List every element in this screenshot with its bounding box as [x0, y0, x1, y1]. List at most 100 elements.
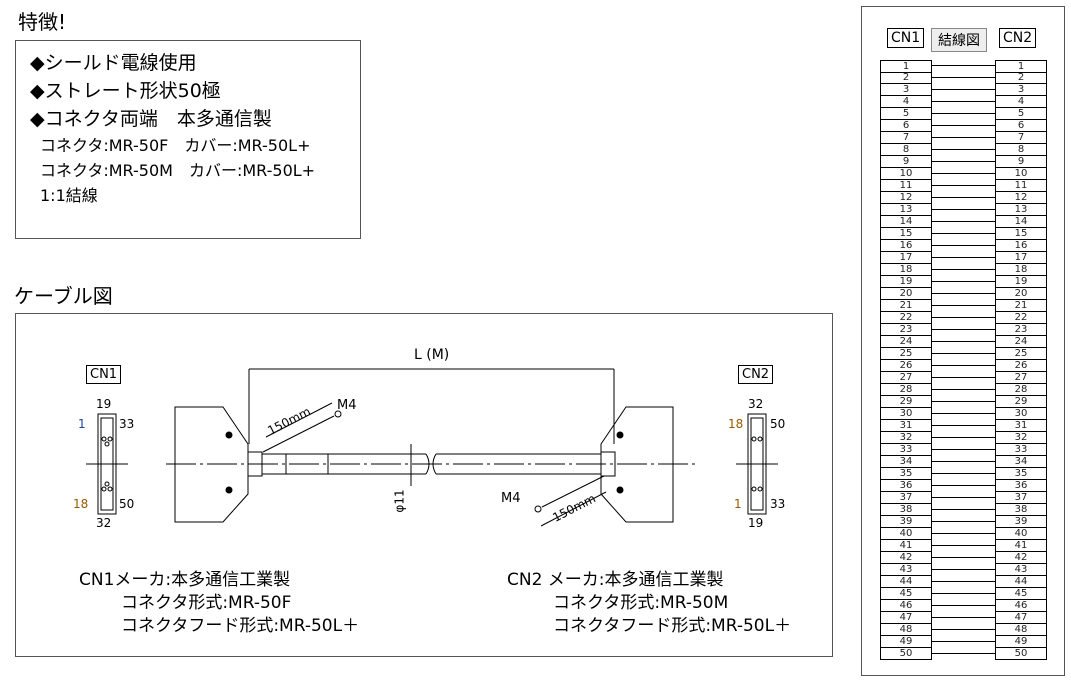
cn1-pin: 37 [880, 492, 932, 504]
cn2-pin: 50 [995, 648, 1047, 660]
cn1-pin: 27 [880, 372, 932, 384]
wire-line [931, 653, 996, 654]
cn2-pin-label: 1 [734, 497, 742, 511]
cn2-pin: 13 [995, 204, 1047, 216]
wire-line [931, 545, 996, 546]
wire-line [931, 89, 996, 90]
wire-line [931, 245, 996, 246]
wire-line [931, 269, 996, 270]
wire-line [931, 281, 996, 282]
cn1-pin: 10 [880, 168, 932, 180]
wire-line [931, 125, 996, 126]
cn2-pin: 46 [995, 600, 1047, 612]
length-label: L (M) [414, 347, 450, 363]
feature-item: ◆ストレート形状50極 [30, 80, 221, 102]
wire-line [931, 377, 996, 378]
wire-line [931, 353, 996, 354]
cn1-hood [174, 406, 249, 523]
feature-item: ◆シールド電線使用 [30, 52, 197, 74]
wire-line [931, 593, 996, 594]
wire-line [931, 305, 996, 306]
wire-line [931, 173, 996, 174]
cn1-pin: 2 [880, 72, 932, 84]
cn2-maker: CN2 メーカ:本多通信工業製 [507, 570, 724, 590]
cn1-pin: 39 [880, 516, 932, 528]
cn1-pin-label: 18 [73, 497, 89, 511]
cn1-pin: 6 [880, 120, 932, 132]
cn1-pin: 22 [880, 312, 932, 324]
wire-line [931, 485, 996, 486]
cn2-pin: 25 [995, 348, 1047, 360]
cable-drawing [86, 368, 778, 527]
cn1-pin: 34 [880, 456, 932, 468]
cn2-pin: 5 [995, 108, 1047, 120]
cn1-pin: 28 [880, 384, 932, 396]
cn1-pin: 1 [880, 60, 932, 73]
cn1-maker: CN1メーカ:本多通信工業製 [79, 570, 291, 590]
cn2-pin: 15 [995, 228, 1047, 240]
wire-line [931, 473, 996, 474]
cn1-pin: 3 [880, 84, 932, 96]
wire-line [931, 425, 996, 426]
cn2-pin: 3 [995, 84, 1047, 96]
wire-line [931, 329, 996, 330]
cn1-pin: 29 [880, 396, 932, 408]
cn1-pin: 14 [880, 216, 932, 228]
cn1-pin: 45 [880, 588, 932, 600]
cn2-hood-type: コネクタフード形式:MR-50L＋ [553, 616, 792, 636]
cn2-pin: 47 [995, 612, 1047, 624]
cn2-tag: CN2 [738, 365, 774, 384]
cn2-pin: 8 [995, 144, 1047, 156]
cn2-pin: 1 [995, 60, 1047, 73]
cn1-pin-label: 1 [78, 417, 86, 431]
cn1-pin: 50 [880, 648, 932, 660]
wire-line [931, 629, 996, 630]
cn1-pin: 17 [880, 252, 932, 264]
cn2-pin: 22 [995, 312, 1047, 324]
wire-line [931, 461, 996, 462]
cn2-pin: 2 [995, 72, 1047, 84]
cn2-pin-label: 33 [770, 497, 786, 511]
cn2-pin: 33 [995, 444, 1047, 456]
cn2-pin: 48 [995, 624, 1047, 636]
cn2-pin-label: 18 [728, 417, 744, 431]
cn2-pin: 24 [995, 336, 1047, 348]
cn1-pin: 21 [880, 300, 932, 312]
cn1-pin: 48 [880, 624, 932, 636]
wiring-cn1-tag: CN1 [887, 28, 925, 48]
cn2-pin: 7 [995, 132, 1047, 144]
cn2-hood [600, 406, 674, 523]
cn1-hood-type: コネクタフード形式:MR-50L＋ [121, 616, 360, 636]
cn1-pin: 5 [880, 108, 932, 120]
cn1-pin: 11 [880, 180, 932, 192]
cn2-pin: 12 [995, 192, 1047, 204]
wire-line [931, 641, 996, 642]
cn2-pin: 17 [995, 252, 1047, 264]
cn1-pin: 8 [880, 144, 932, 156]
cn1-pin: 23 [880, 324, 932, 336]
wire-line [931, 149, 996, 150]
feature-detail: コネクタ:MR-50F カバー:MR-50L+ [40, 136, 311, 155]
cn1-pin: 4 [880, 96, 932, 108]
cn2-pin: 21 [995, 300, 1047, 312]
wire-line [931, 605, 996, 606]
cn1-pin: 9 [880, 156, 932, 168]
wiring-cn2-tag: CN2 [999, 28, 1037, 48]
wire-line [931, 161, 996, 162]
features-heading: 特徴! [18, 10, 67, 34]
cn2-pin: 39 [995, 516, 1047, 528]
cn2-connector-type: コネクタ形式:MR-50M [553, 593, 729, 613]
wire-line [931, 209, 996, 210]
cn1-pin: 13 [880, 204, 932, 216]
wire-line [931, 65, 996, 66]
cn2-pin: 32 [995, 432, 1047, 444]
cn2-pin: 16 [995, 240, 1047, 252]
cn1-pin-label: 33 [119, 417, 135, 431]
feature-detail: コネクタ:MR-50M カバー:MR-50L+ [40, 161, 316, 180]
wire-line [931, 401, 996, 402]
cn1-pin: 44 [880, 576, 932, 588]
cable-heading: ケーブル図 [14, 284, 113, 308]
cn2-pin: 42 [995, 552, 1047, 564]
wire-line [931, 221, 996, 222]
